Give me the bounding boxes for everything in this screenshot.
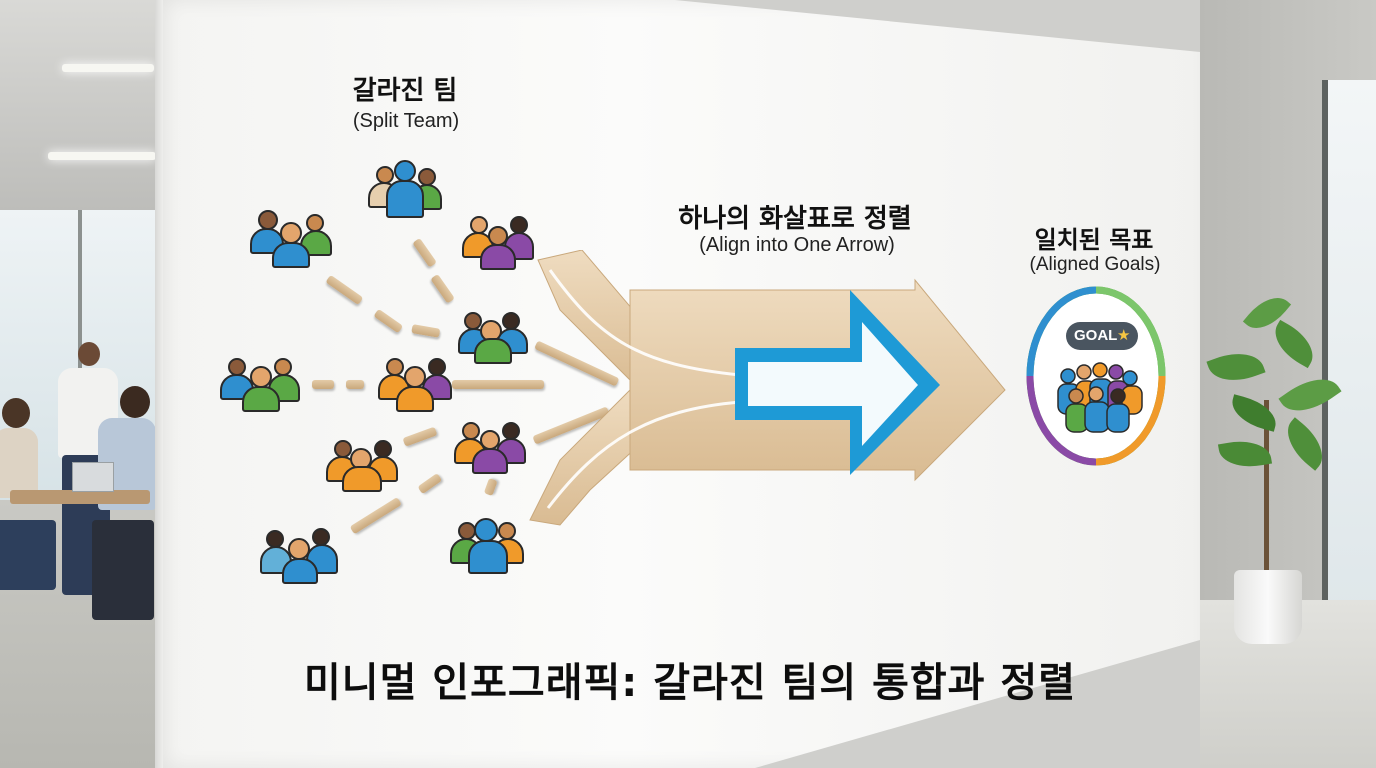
wood-stick: [312, 380, 334, 389]
main-title: 미니멀 인포그래픽: 갈라진 팀의 통합과 정렬: [303, 660, 1077, 706]
team-group: [450, 516, 540, 576]
office-ceiling: [0, 0, 160, 210]
team-group: [220, 354, 310, 414]
ceiling-light: [48, 152, 156, 160]
team-group: [454, 416, 544, 476]
split-team-heading: 갈라진 팀: [352, 76, 458, 106]
team-group: [378, 354, 468, 414]
star-icon: ★: [1117, 326, 1131, 344]
goals-heading: 일치된 목표: [1034, 226, 1154, 254]
team-group: [462, 212, 552, 272]
office-window: [1322, 80, 1376, 610]
split-team-subheading: (Split Team): [352, 110, 460, 132]
arrow-icon: [529, 250, 1006, 526]
team-group: [326, 434, 416, 494]
team-icon: [1057, 362, 1143, 433]
align-heading: 하나의 화살표로 정렬: [678, 204, 912, 234]
align-subheading: (Align into One Arrow): [699, 234, 895, 256]
ceiling-light: [62, 64, 154, 72]
wood-stick: [452, 380, 544, 389]
goals-subheading: (Aligned Goals): [1029, 254, 1161, 275]
team-group: [250, 208, 340, 268]
meeting-table: [10, 490, 150, 504]
team-group: [456, 306, 546, 366]
team-group: [258, 524, 348, 584]
plant-stem: [1264, 400, 1269, 575]
plant-pot: [1234, 570, 1302, 644]
laptop: [72, 462, 114, 492]
wood-stick: [346, 380, 364, 389]
wall-edge: [155, 0, 163, 768]
goal-circle: [1026, 286, 1166, 466]
goal-badge: GOAL: [1066, 322, 1138, 350]
team-group: [366, 160, 456, 220]
